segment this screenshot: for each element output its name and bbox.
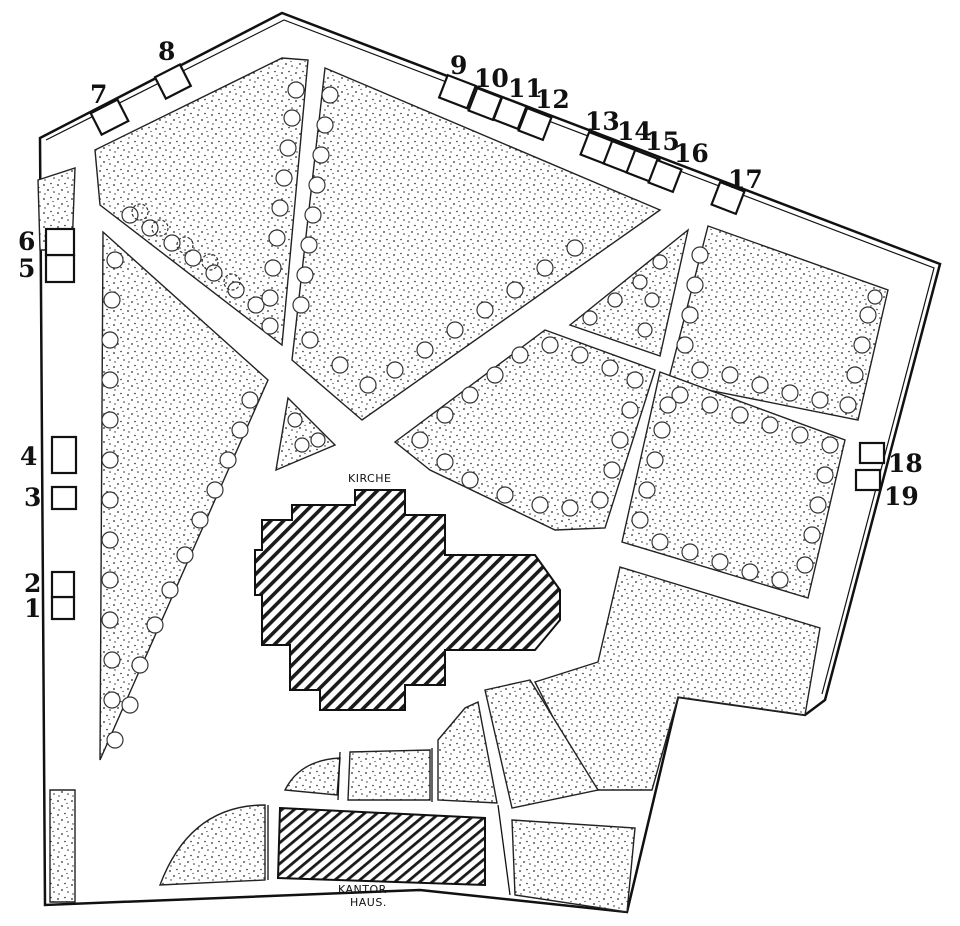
grave-label-10: 10: [474, 64, 509, 93]
cantor-house-label-line1: KANTOR: [338, 883, 387, 896]
grave-label-8: 8: [158, 37, 175, 66]
grave-7-box: [89, 98, 130, 137]
grave-6-box: [44, 227, 76, 257]
grave-19-box: [854, 468, 882, 492]
field-east: [621, 371, 846, 599]
field-center-east: [393, 329, 656, 531]
grave-label-14: 14: [617, 117, 652, 146]
path-outlines: [267, 748, 511, 896]
field-west: [99, 230, 269, 761]
tree-rows: [101, 81, 883, 749]
cantor-house-building: [276, 806, 486, 887]
grave-number-labels: 1 2 3 4 5 6 7 8 9 10 11 12 13 14 15 16 1…: [18, 37, 923, 623]
grave-12-box: [517, 106, 553, 142]
grave-label-12: 12: [535, 85, 570, 114]
grave-label-17: 17: [728, 165, 763, 194]
grave-label-13: 13: [585, 107, 620, 136]
field-southeast: [534, 566, 821, 791]
grave-4-box: [50, 435, 78, 475]
grave-label-5: 5: [18, 254, 35, 283]
grave-label-18: 18: [888, 449, 923, 478]
grave-label-16: 16: [674, 139, 709, 168]
grave-5-box: [44, 253, 76, 284]
grave-label-15: 15: [645, 127, 680, 156]
field-south-small-a: [437, 700, 498, 804]
church-building: [254, 489, 561, 711]
church-label: KIRCHE: [348, 472, 391, 485]
grave-11-box: [492, 95, 528, 131]
grave-marker-boxes: [44, 63, 886, 621]
field-southeast-corner: [511, 819, 636, 913]
grave-label-19: 19: [884, 482, 919, 511]
grave-fields: [37, 57, 889, 913]
field-southwest-arc: [158, 804, 266, 886]
grave-18-box: [858, 441, 886, 465]
grave-9-box: [437, 73, 478, 110]
grave-8-box: [153, 63, 193, 101]
grave-16-box: [647, 158, 683, 194]
grave-label-9: 9: [450, 51, 467, 80]
grave-2-box: [50, 570, 76, 599]
cantor-house-label-line2: HAUS.: [350, 896, 387, 909]
grave-label-6: 6: [18, 227, 35, 256]
field-northwest: [94, 57, 309, 347]
field-north: [291, 66, 662, 421]
grave-label-11: 11: [508, 74, 543, 103]
grave-label-7: 7: [90, 80, 107, 109]
grave-label-2: 2: [24, 569, 41, 598]
grave-3-box: [50, 485, 78, 511]
grave-1-box: [50, 595, 76, 621]
grave-label-4: 4: [20, 442, 37, 471]
grave-label-3: 3: [24, 483, 41, 512]
field-south-small-b: [347, 749, 431, 801]
planned-trees: [131, 203, 241, 291]
grave-17-box: [710, 180, 746, 216]
field-southwest-strip: [49, 789, 76, 903]
field-south-center: [484, 679, 600, 809]
grave-label-1: 1: [24, 594, 41, 623]
